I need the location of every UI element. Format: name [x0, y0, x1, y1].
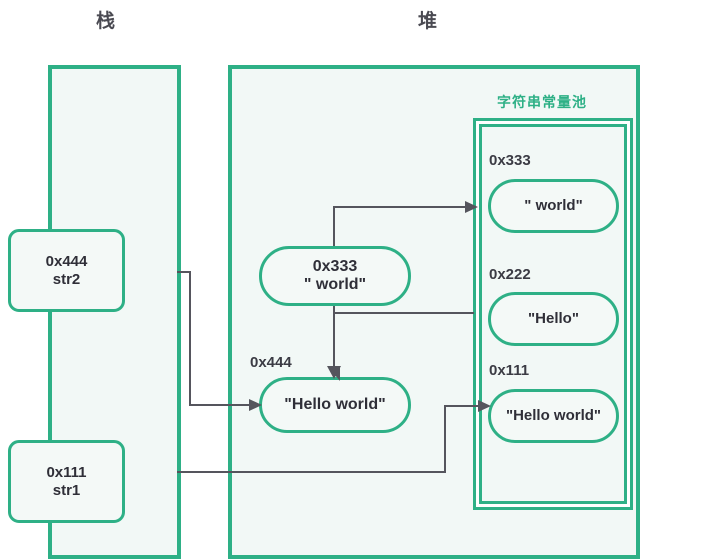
stack-slot-str1-address: 0x111 — [46, 464, 87, 482]
pool-entry-0x333-value: " world" — [524, 197, 583, 215]
heap-object-0x444[interactable]: "Hello world" — [259, 377, 411, 433]
heap-object-0x333[interactable]: 0x333 " world" — [259, 246, 411, 306]
stack-column-title: 栈 — [96, 11, 117, 32]
stack-slot-str2-variable: str2 — [52, 270, 81, 288]
pool-entry-0x111-address: 0x111 — [489, 362, 530, 379]
stack-slot-str1[interactable]: 0x111 str1 — [8, 440, 125, 523]
stack-slot-str1-variable: str1 — [52, 481, 81, 499]
pool-entry-0x222-value: "Hello" — [528, 310, 579, 328]
stack-slot-str2[interactable]: 0x444 str2 — [8, 229, 125, 312]
pool-entry-0x333-address: 0x333 — [489, 152, 531, 169]
pool-entry-0x222-address: 0x222 — [489, 266, 531, 283]
heap-object-0x444-value: "Hello world" — [284, 395, 386, 413]
heap-object-0x444-address-label: 0x444 — [250, 354, 292, 371]
heap-column-title: 堆 — [418, 11, 439, 32]
stack-slot-str2-address: 0x444 — [45, 253, 88, 271]
pool-entry-0x333[interactable]: " world" — [488, 179, 619, 233]
heap-object-0x333-value: " world" — [303, 276, 367, 293]
pool-entry-0x222[interactable]: "Hello" — [488, 292, 619, 346]
pool-entry-0x111-value: "Hello world" — [505, 407, 602, 425]
string-constant-pool-title: 字符串常量池 — [497, 94, 587, 110]
heap-object-0x333-address: 0x333 — [312, 257, 358, 275]
pool-entry-0x111[interactable]: "Hello world" — [488, 389, 619, 443]
